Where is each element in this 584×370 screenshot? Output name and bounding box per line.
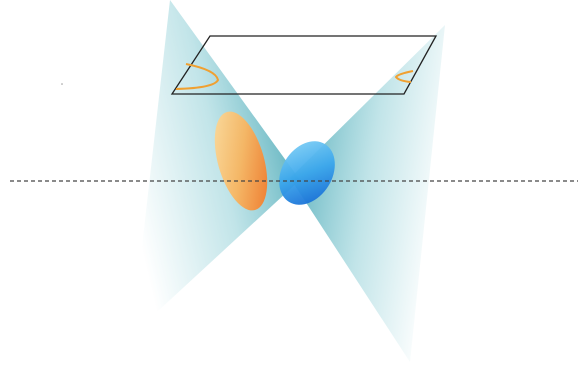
stray-dot [61, 83, 63, 85]
light-cone-left [132, 0, 300, 335]
